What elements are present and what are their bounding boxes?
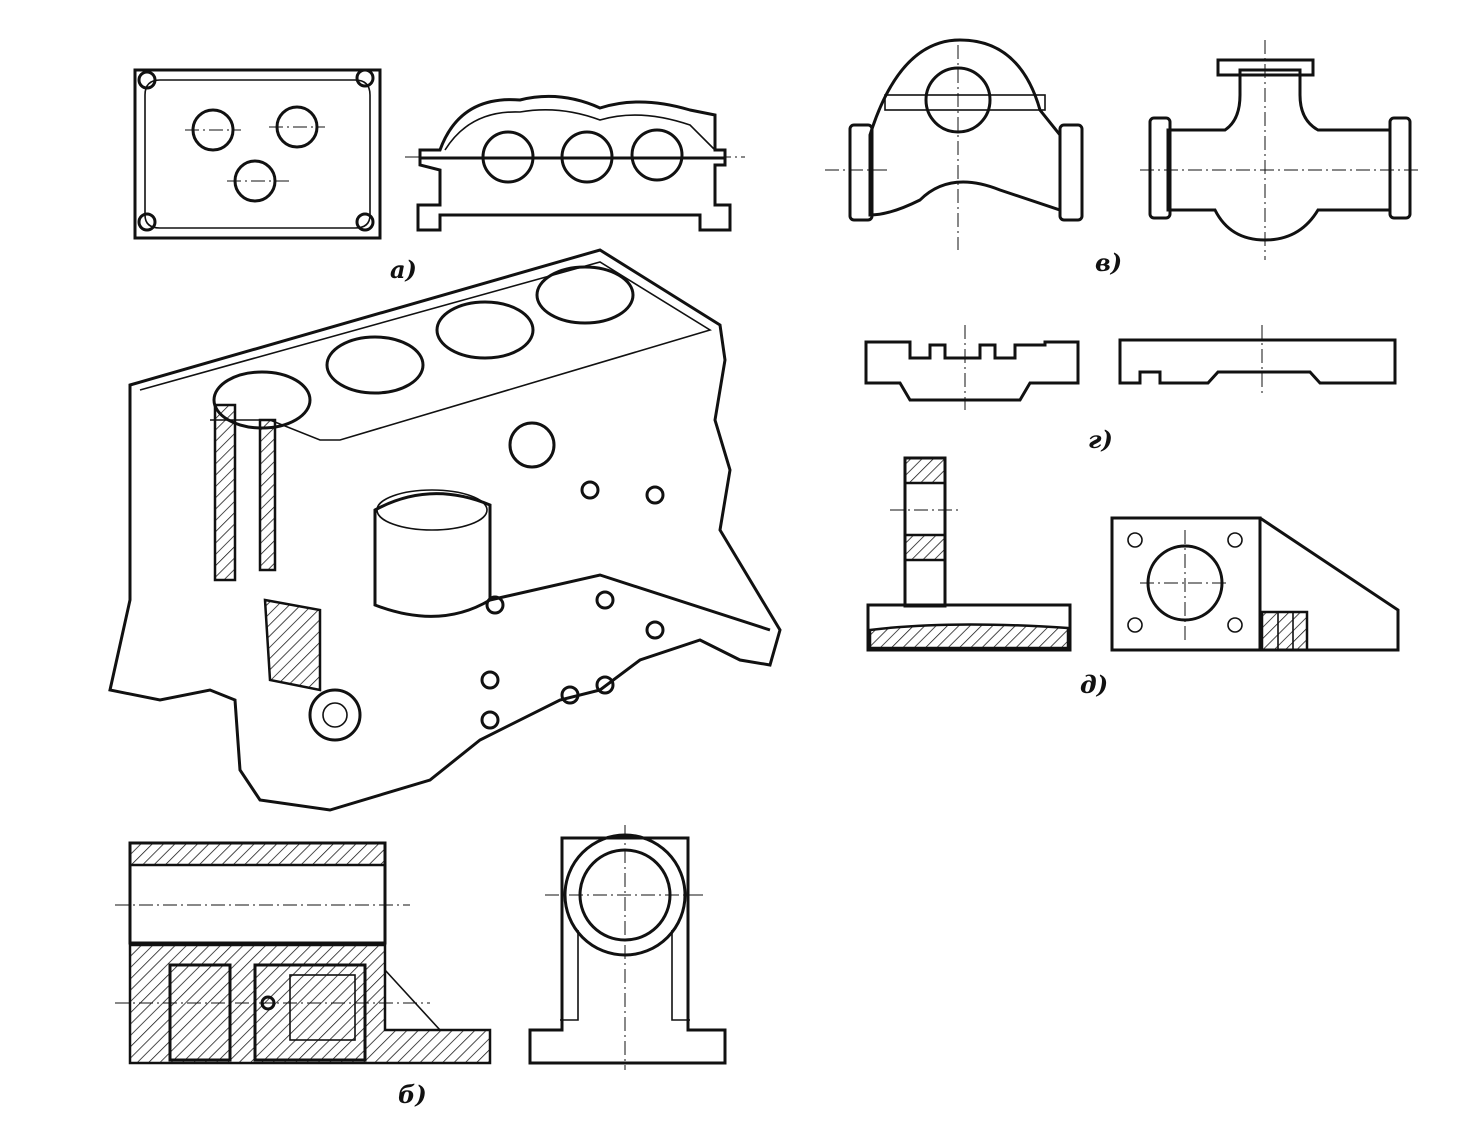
figure-label-g: г) — [1088, 425, 1113, 454]
figure-label-d: д) — [1080, 670, 1109, 699]
figure-a-plan-view — [133, 68, 382, 240]
figure-v-right-view — [1140, 40, 1420, 260]
figure-b-section-view — [115, 841, 492, 1065]
figure-b-side-view — [528, 825, 727, 1070]
figure-label-b: б) — [398, 1080, 427, 1109]
figure-g-profiles — [864, 325, 1397, 410]
figure-a-engine-block — [108, 248, 782, 812]
figure-label-v: в) — [1095, 248, 1123, 277]
figure-label-a: а) — [390, 255, 417, 284]
figure-v-left-view — [825, 38, 1084, 250]
figure-d-bracket-view — [1110, 516, 1400, 652]
figure-a-front-view — [405, 94, 745, 232]
figure-d-bracket-section — [866, 456, 1072, 652]
